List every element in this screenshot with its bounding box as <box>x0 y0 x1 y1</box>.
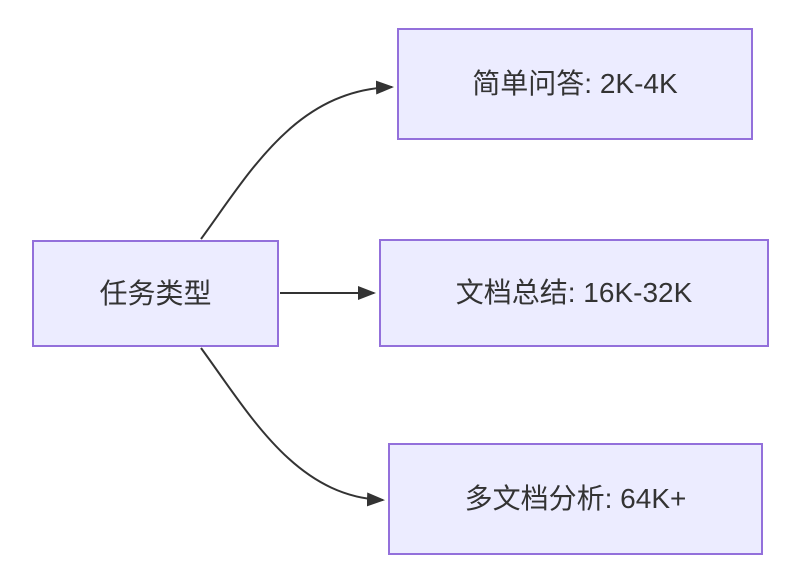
node-simple-qa-label: 简单问答: 2K-4K <box>472 68 678 100</box>
node-doc-summary: 文档总结: 16K-32K <box>379 239 769 347</box>
node-doc-summary-label: 文档总结: 16K-32K <box>455 277 693 309</box>
edge-task-type-to-simple-qa <box>200 80 394 240</box>
node-task-type: 任务类型 <box>32 240 279 347</box>
node-task-type-label: 任务类型 <box>99 277 212 309</box>
edge-task-type-to-multi-doc <box>200 347 385 507</box>
node-simple-qa: 简单问答: 2K-4K <box>397 28 753 140</box>
node-multi-doc-label: 多文档分析: 64K+ <box>464 483 687 515</box>
node-multi-doc: 多文档分析: 64K+ <box>388 443 763 555</box>
